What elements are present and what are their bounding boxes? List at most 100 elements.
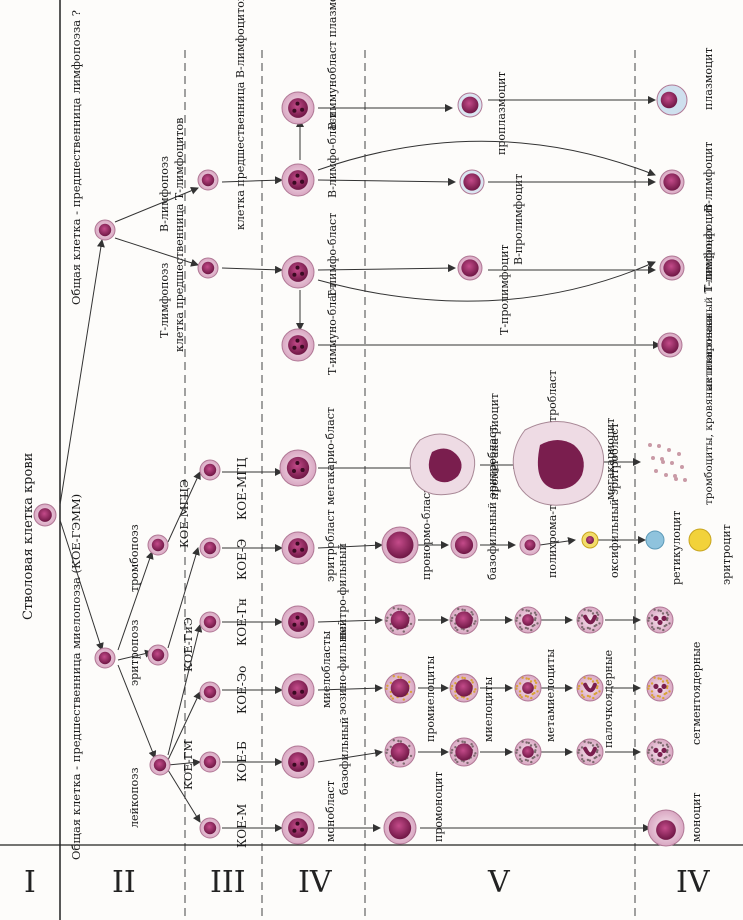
koe-e-label: КОЕ-Э	[235, 539, 249, 580]
roman-label-VI: IV	[676, 865, 711, 900]
reticulocyte-cell	[645, 530, 665, 550]
koe-b-cell	[199, 751, 221, 773]
arrow-gm-to-b	[167, 758, 201, 767]
arrow-lympho-to-b	[114, 186, 199, 223]
oxyphilic-cell	[581, 531, 599, 549]
basophilic-band-cell	[576, 738, 604, 766]
monoblast-label: монобласт	[324, 780, 337, 842]
arrow-mgtse-to-mgts	[167, 471, 201, 543]
koe-mgts-cell	[199, 459, 221, 481]
arrow-gm-to-m	[167, 769, 201, 823]
basophilic-erythroblast-label: базофильный эритробласт	[486, 426, 499, 580]
activated-t-label: активированный Т-лимфоцит	[703, 227, 715, 390]
neutrophilic-promyelocyte-cell	[384, 604, 416, 636]
koe-e-cell	[199, 537, 221, 559]
koe-mgts-label: КОЕ-МГЦ	[235, 457, 249, 520]
koe-m-label: КОЕ-М	[235, 804, 249, 848]
arrow-gm-to-eo	[167, 691, 201, 761]
b-lymphocyte-label: В-лимфоцит	[702, 142, 715, 212]
promyelocytes-label: промиелоциты	[424, 656, 437, 742]
proplasmocyte-cell	[457, 92, 483, 118]
lympho-precursor-cell	[94, 219, 116, 241]
t-lymphoblast-label: Т-лимфо-бласт	[326, 213, 339, 298]
myeloblasts-label: миелобласты	[320, 631, 333, 708]
t-precursor-cell	[197, 257, 219, 279]
b-precursor-label: клетка предшественница В-лимфоцитов	[234, 0, 247, 230]
koe-m-cell	[199, 817, 221, 839]
b-lymphopoiesis-label: В-лимфопоэз	[158, 156, 171, 232]
activated-t-lymphocyte-cell	[657, 332, 683, 358]
platelets	[648, 443, 687, 482]
erythropoiesis-label: эритропоэз	[128, 620, 141, 686]
segmented-label: сегментоядерные	[690, 642, 703, 745]
monoblast-cell	[281, 811, 315, 845]
basophilic-promyelocyte-cell	[384, 736, 416, 768]
t-lymphocyte-label: Т-лимфо-фоцит	[702, 203, 715, 292]
t-precursor-label: клетка предшественница Т-лимфоцитов	[173, 118, 186, 352]
eosinophilic-myelocyte-cell	[449, 673, 479, 703]
reticulocyte-label: ретикулоцит	[670, 511, 683, 585]
erythroblast-cell	[281, 531, 315, 565]
t-lymphoblast-cell	[281, 255, 315, 289]
erythroblast-label: эритробласт	[324, 509, 337, 582]
lineage-arrows	[59, 96, 661, 832]
t-lymphopoiesis-label: Т-лимфопоэз	[158, 263, 171, 338]
basophilic-myelocyte-cell	[449, 737, 479, 767]
eosinophilic-blast-label: эозино-фильный	[336, 619, 349, 715]
arrow-blympho-curve	[317, 140, 656, 177]
arrow-poly-to-oxy	[539, 537, 576, 546]
monocyte-label: моноцит	[690, 792, 703, 842]
arrow-lympho-to-t	[114, 237, 199, 267]
myelocytes-label: миелоциты	[482, 677, 495, 742]
arrow-myelo-to-gie	[117, 649, 153, 661]
roman-label-III: III	[210, 865, 246, 900]
megakaryocyte-label: мегакариоцит	[604, 418, 617, 500]
neutrophilic-band-cell	[576, 606, 604, 634]
t-immunoblast-label: Т-иммуно-бласт	[326, 283, 339, 375]
promonocyte-label: промоноцит	[432, 771, 445, 842]
myelo-precursor-label: Общая клетка - предшественница миелопоэз…	[69, 494, 83, 860]
arrow-gm-to-gn	[167, 624, 203, 756]
leukopoiesis-label: лейкопоэз	[128, 768, 141, 828]
polychromatophilic-cell	[519, 534, 541, 556]
arrow-tlympho-curve	[317, 261, 656, 302]
promegakaryocyte-cell	[409, 433, 476, 496]
eosinophilic-band-cell	[576, 674, 604, 702]
megakaryoblast-label: мегакарио-бласт	[324, 407, 337, 505]
arrow-eo-to-pro	[317, 684, 383, 693]
arrow-stem-to-myelo	[59, 519, 104, 651]
basophilic-erythroblast-cell	[450, 531, 478, 559]
t-prolymphocyte-cell	[457, 255, 483, 281]
b-lymphoblast-label: В-лимфо-бласт	[326, 112, 339, 198]
b-prolymphocyte-label: В-пролимфоцит	[512, 174, 525, 265]
koe-gm-label: КОЕ-ГМ	[181, 740, 195, 790]
pronormoblast-cell	[381, 526, 419, 564]
b-lymphoblast-cell	[281, 163, 315, 197]
koe-gie-label: КОЕ-ГиЭ	[181, 617, 195, 672]
thrombopoiesis-label: тромбопоэз	[128, 524, 141, 592]
b-lymphocyte-cell	[659, 169, 685, 195]
arrow-tprec-to-tlympho	[221, 265, 283, 274]
myelo-precursor-cell	[94, 647, 116, 669]
koe-gn-cell	[199, 611, 221, 633]
plasmocyte-cell	[656, 84, 688, 116]
koe-gm-cell	[149, 754, 171, 776]
roman-labels: I II III IV V IV	[24, 865, 711, 900]
arrow-erythro-to-pro	[317, 541, 383, 550]
stem-cell	[33, 503, 57, 527]
lympho-precursor-label: Общая клетка - предшественница лимфопоэз…	[69, 10, 83, 305]
cells	[33, 84, 712, 847]
megakaryocyte-cell	[512, 420, 605, 506]
basophil-segmented-cell	[646, 738, 674, 766]
arrow-tlympho-to-tpro	[317, 264, 456, 273]
pronormoblast-label: пронормо-бласт	[420, 487, 433, 580]
arrow-stem-to-lympho	[59, 239, 105, 506]
basophilic-metamyelocyte-cell	[514, 738, 542, 766]
megakaryoblast-cell	[279, 449, 317, 487]
koe-mgtse-label: КОЕ-МГЦЭ	[177, 479, 191, 548]
eosinophil-segmented-cell	[646, 674, 674, 702]
t-lymphocyte-cell	[659, 255, 685, 281]
